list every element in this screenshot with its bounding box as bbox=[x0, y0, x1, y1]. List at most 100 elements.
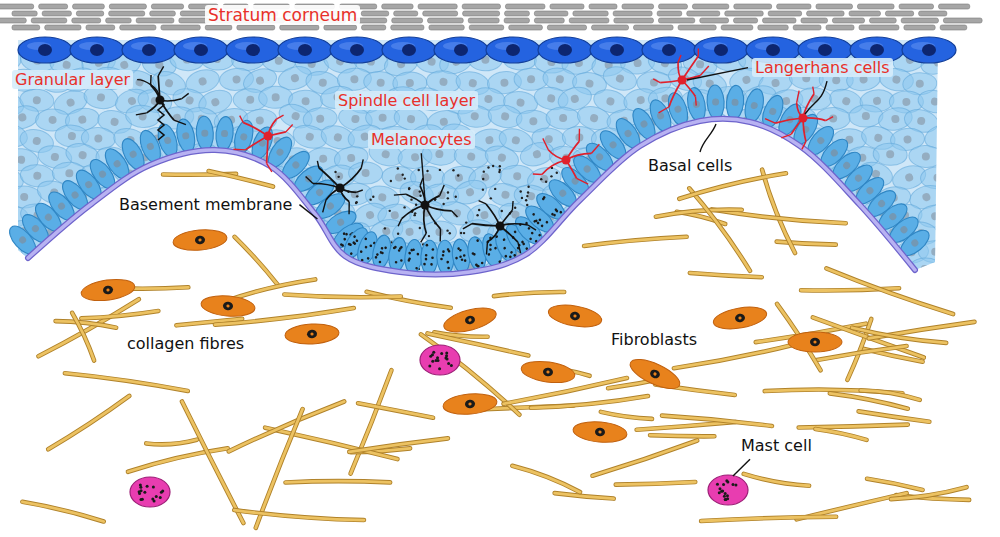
spindle-cells bbox=[316, 115, 325, 124]
granular-cells bbox=[902, 37, 956, 63]
spindle-cells bbox=[619, 263, 629, 273]
spindle-cells bbox=[637, 212, 645, 220]
spindle-cells bbox=[484, 94, 493, 103]
stratum-corneum bbox=[816, 4, 852, 9]
spindle-cells bbox=[0, 277, 26, 306]
spindle-cells bbox=[709, 127, 744, 150]
spindle-cells bbox=[365, 210, 375, 220]
spindle-cells bbox=[33, 171, 42, 180]
basal-cells bbox=[513, 230, 517, 234]
basement-membrane bbox=[28, 119, 915, 275]
basal-cells bbox=[360, 250, 363, 253]
basal-cells bbox=[768, 107, 777, 116]
basal-cells bbox=[349, 252, 353, 256]
collagen-fibre bbox=[512, 466, 580, 492]
spindle-cells bbox=[288, 241, 323, 265]
collagen-fibre bbox=[72, 313, 94, 361]
basal-cells bbox=[685, 86, 708, 123]
spindle-cells bbox=[245, 219, 279, 241]
collagen-fibre bbox=[48, 396, 129, 449]
spindle-cells bbox=[79, 240, 114, 264]
basal-cells bbox=[459, 249, 462, 252]
spindle-cells bbox=[390, 282, 400, 292]
spindle-cells bbox=[436, 276, 472, 300]
stratum-corneum bbox=[463, 11, 500, 16]
spindle-cells bbox=[5, 259, 41, 284]
melanin-granules bbox=[426, 170, 428, 172]
granular-cells bbox=[174, 37, 228, 63]
spindle-cells bbox=[18, 278, 56, 306]
melanin-granules bbox=[449, 232, 451, 234]
spindle-cells bbox=[465, 187, 475, 197]
melanin-granules bbox=[463, 232, 465, 234]
basal-cells bbox=[674, 105, 683, 114]
melanin-granules bbox=[545, 181, 547, 183]
spindle-cells bbox=[481, 288, 490, 297]
spindle-cells bbox=[91, 255, 128, 282]
basal-cells bbox=[98, 169, 108, 179]
spindle-cells bbox=[128, 216, 166, 245]
spindle-cells bbox=[2, 98, 12, 108]
stratum-corneum bbox=[725, 11, 763, 16]
granular-cells bbox=[350, 44, 364, 56]
melanin-granules bbox=[403, 206, 405, 208]
granular-cells bbox=[922, 44, 936, 56]
collagen-fibre bbox=[531, 396, 648, 408]
melanin-granules bbox=[366, 273, 368, 275]
granular-cells bbox=[330, 37, 384, 63]
collagen-fibre bbox=[861, 390, 920, 399]
basal-cells bbox=[899, 225, 909, 235]
melanin-granules bbox=[512, 268, 514, 270]
spindle-cells bbox=[93, 248, 101, 256]
spindle-cells bbox=[381, 226, 391, 236]
melanin-granules bbox=[355, 202, 357, 204]
stratum-corneum bbox=[734, 18, 758, 23]
spindle-cells bbox=[606, 97, 616, 107]
collagen-fibre bbox=[284, 294, 400, 297]
spindle-cells bbox=[127, 258, 163, 284]
melanin-granules bbox=[384, 227, 386, 229]
spindle-cells bbox=[647, 278, 685, 306]
stratum-corneum bbox=[31, 18, 67, 23]
spindle-cells bbox=[736, 277, 775, 308]
stratum-corneum bbox=[659, 4, 688, 9]
spindle-cells bbox=[784, 180, 819, 204]
spindle-cells bbox=[661, 249, 671, 259]
basal-cells bbox=[461, 258, 464, 261]
dendritic-cells bbox=[136, 66, 189, 140]
stratum-corneum bbox=[534, 11, 568, 16]
granular-cells bbox=[538, 37, 592, 63]
melanin-granules bbox=[428, 235, 430, 237]
spindle-cells bbox=[94, 134, 103, 143]
spindle-cells bbox=[157, 249, 166, 258]
melanin-granules bbox=[356, 195, 358, 197]
stratum-corneum bbox=[205, 25, 232, 30]
spindle-cells bbox=[922, 152, 931, 161]
spindle-cells bbox=[48, 116, 56, 124]
spindle-cells bbox=[784, 180, 819, 204]
basal-cells bbox=[440, 258, 443, 261]
granular-cells bbox=[278, 37, 332, 63]
basal-cells bbox=[538, 233, 542, 237]
spindle-cells bbox=[662, 174, 671, 183]
dendritic-cells bbox=[182, 93, 189, 98]
melanin-granules bbox=[455, 196, 457, 198]
stratum-corneum bbox=[634, 25, 674, 30]
spindle-cells bbox=[605, 252, 644, 284]
granular-cells bbox=[194, 44, 208, 56]
basal-cells bbox=[502, 238, 505, 241]
basal-cells bbox=[608, 140, 618, 150]
spindle-cells bbox=[319, 155, 327, 163]
spindle-cells bbox=[930, 97, 939, 106]
collagen-fibre bbox=[777, 242, 836, 245]
spindle-cells bbox=[697, 131, 706, 140]
spindle-cells bbox=[725, 253, 764, 284]
granular-cells bbox=[818, 44, 832, 56]
spindle-cells bbox=[291, 229, 301, 239]
melanin-granules bbox=[372, 196, 374, 198]
spindle-cells bbox=[165, 227, 174, 236]
basal-cells bbox=[432, 248, 435, 251]
spindle-cells bbox=[891, 114, 900, 123]
spindle-cells bbox=[585, 79, 594, 88]
stratum-corneum bbox=[76, 11, 103, 16]
